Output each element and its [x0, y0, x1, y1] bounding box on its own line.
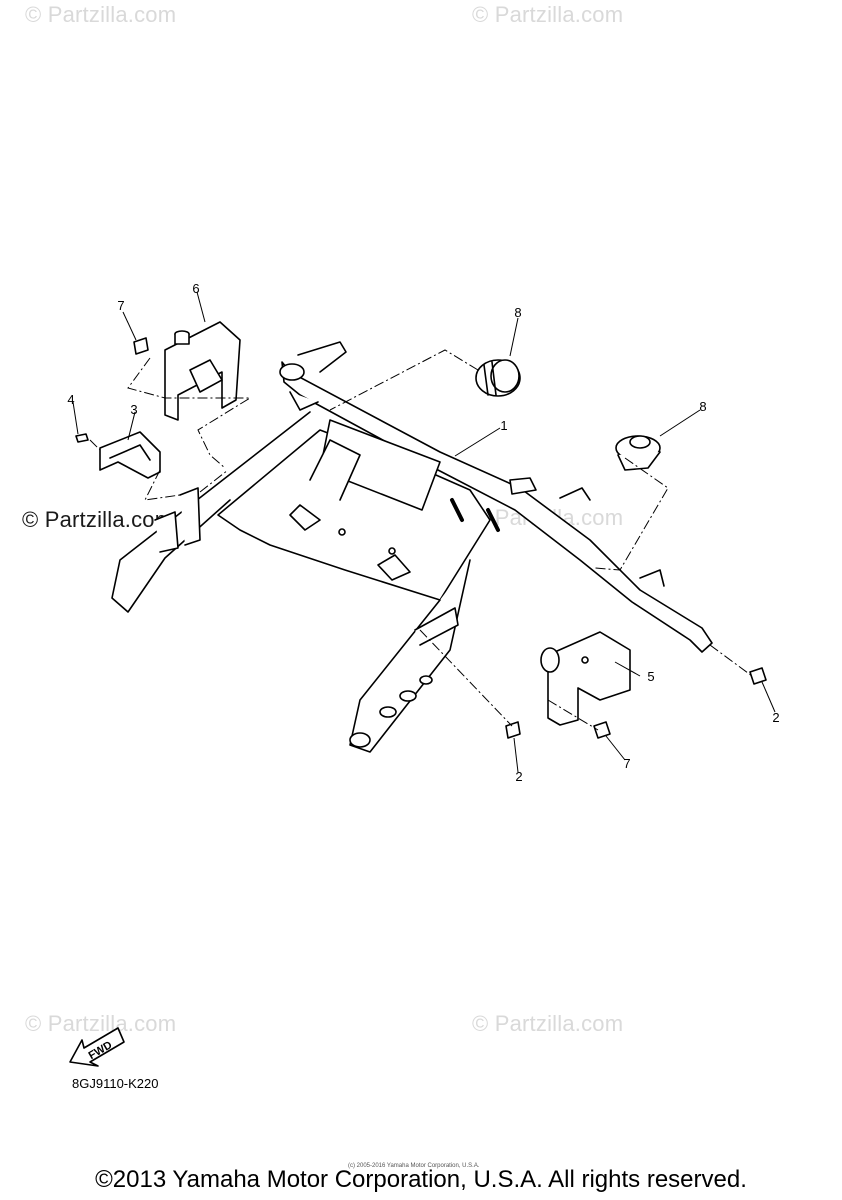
watermark-bottom-left: © Partzilla.com	[25, 1011, 177, 1036]
watermark-mid-left: © Partzilla.com	[22, 507, 174, 532]
callout-2-lower[interactable]: 2	[515, 769, 523, 784]
callout-3[interactable]: 3	[130, 402, 138, 417]
damper-8-upper	[475, 359, 521, 397]
callout-4[interactable]: 4	[67, 392, 75, 407]
callout-8-upper[interactable]: 8	[514, 305, 522, 320]
bolt-2-lower	[505, 721, 521, 739]
bolt-7-upper	[133, 337, 149, 355]
watermark-top-left: © Partzilla.com	[25, 2, 177, 27]
bolt-7-lower	[593, 721, 611, 739]
leader-lines	[72, 291, 776, 773]
callout-2-right[interactable]: 2	[772, 710, 780, 725]
frame-studs	[450, 498, 500, 532]
bolt-2-right	[749, 667, 767, 685]
callout-5[interactable]: 5	[647, 669, 655, 684]
watermark-bottom-right: © Partzilla.com	[472, 1011, 624, 1036]
bracket-6	[164, 321, 241, 421]
drawing-code: 8GJ9110-K220	[72, 1076, 159, 1091]
floor-plate	[217, 419, 491, 601]
damper-8-right	[615, 435, 661, 471]
copyright-notice: ©2013 Yamaha Motor Corporation, U.S.A. A…	[95, 1166, 747, 1193]
fwd-arrow-icon	[69, 1027, 125, 1067]
bracket-3	[99, 431, 161, 479]
callout-7-upper[interactable]: 7	[117, 298, 125, 313]
watermark-top-right: © Partzilla.com	[472, 2, 624, 27]
fwd-label: FWD	[87, 1039, 115, 1062]
callout-6[interactable]: 6	[192, 281, 200, 296]
main-frame-tube	[279, 341, 713, 653]
left-frame-rail	[111, 411, 311, 613]
callout-8-right[interactable]: 8	[699, 399, 707, 414]
fine-print: (c) 2005-2016 Yamaha Motor Corporation, …	[348, 1163, 480, 1169]
bracket-5	[540, 631, 631, 726]
assembly-lines	[89, 349, 753, 731]
bolt-4	[75, 433, 89, 443]
callout-7-lower[interactable]: 7	[623, 756, 631, 771]
callout-1[interactable]: 1	[500, 418, 508, 433]
